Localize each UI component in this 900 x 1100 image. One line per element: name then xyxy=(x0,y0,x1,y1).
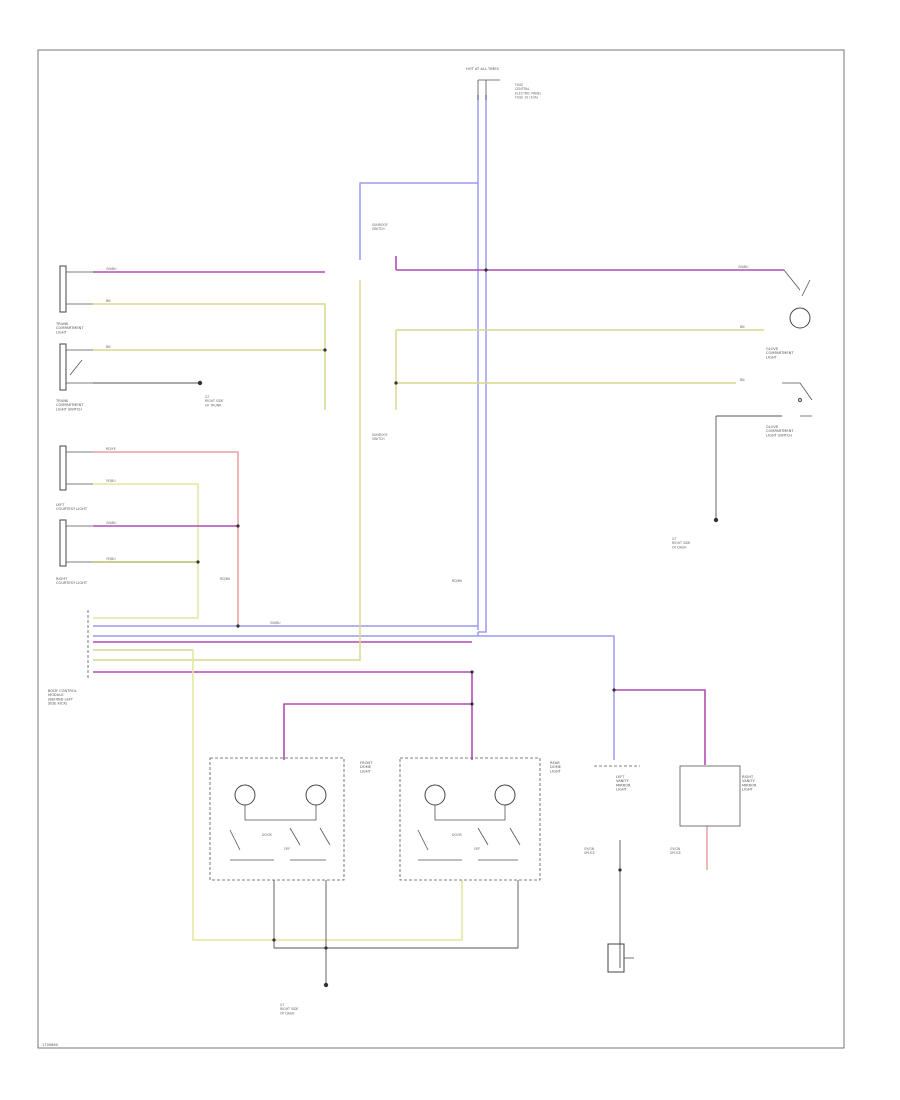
svg-text:YE/BU: YE/BU xyxy=(106,479,116,483)
off-label-2: OFF xyxy=(474,847,480,851)
junction-dots xyxy=(196,268,719,988)
svg-text:BN: BN xyxy=(740,378,745,382)
wire-labels: GN/BU BN BN RD/YE YE/BU GN/BU YE/BU GN/B… xyxy=(106,265,749,625)
svg-text:RD/BU: RD/BU xyxy=(220,577,231,581)
wires xyxy=(93,95,784,985)
door-label-1: DOOR xyxy=(262,833,272,837)
footer-code: 1700860 xyxy=(42,1043,59,1047)
svg-text:GN/BU: GN/BU xyxy=(270,621,281,625)
svg-text:GN/BU: GN/BU xyxy=(106,521,117,525)
svg-text:BN: BN xyxy=(106,299,111,303)
svg-text:GN/BU: GN/BU xyxy=(738,265,749,269)
svg-text:RD/YE: RD/YE xyxy=(106,447,116,451)
svg-text:BN: BN xyxy=(740,325,745,329)
door-label-2: DOOR xyxy=(452,833,462,837)
top-fuse-label: HOT AT ALL TIMES xyxy=(466,67,500,71)
diagram-frame xyxy=(37,49,845,1049)
svg-text:RD/BU: RD/BU xyxy=(452,579,463,583)
svg-text:GN/BU: GN/BU xyxy=(106,267,117,271)
svg-text:YE/BU: YE/BU xyxy=(106,557,116,561)
off-label-1: OFF xyxy=(284,847,290,851)
svg-text:BN: BN xyxy=(106,345,111,349)
bottom-connector xyxy=(607,943,634,973)
